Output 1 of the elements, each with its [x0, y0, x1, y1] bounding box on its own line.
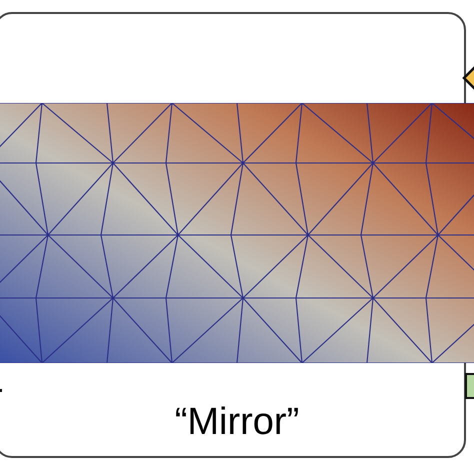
caption-text: “Mirror” [174, 401, 300, 443]
